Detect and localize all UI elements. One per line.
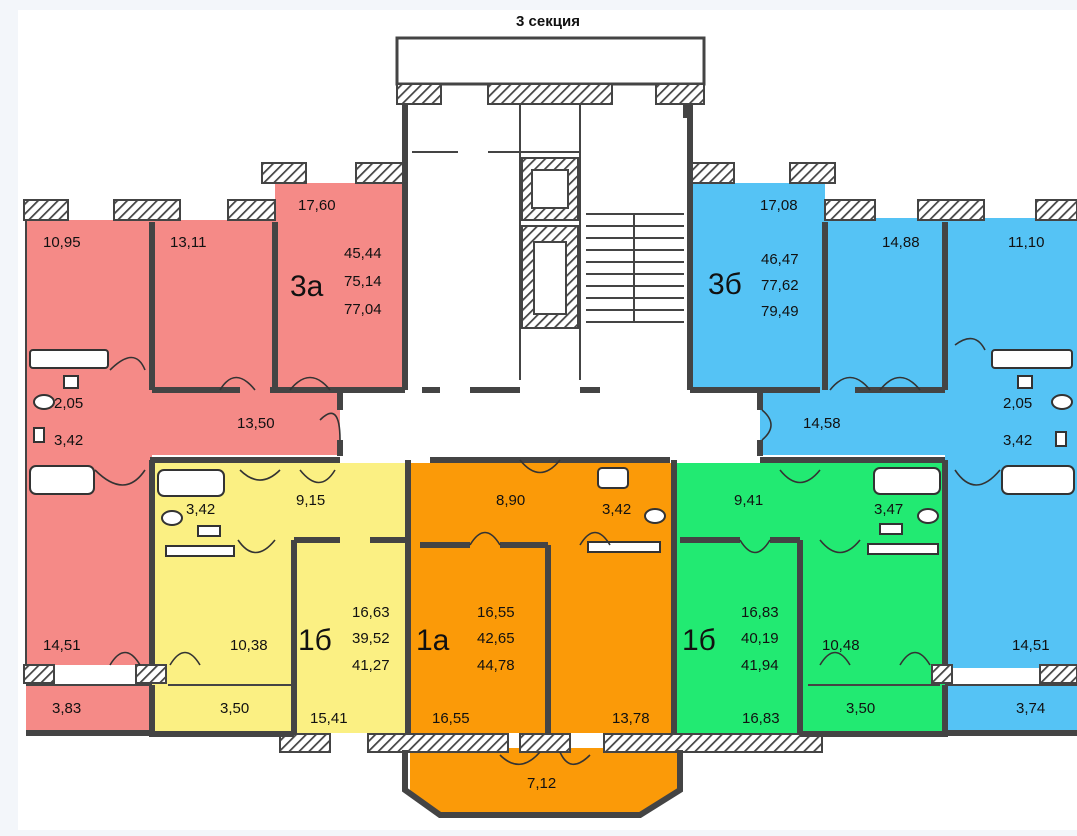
apartment-area-label: 40,19 bbox=[741, 630, 779, 647]
room-area-label: 10,48 bbox=[822, 637, 860, 654]
room-area-label: 9,41 bbox=[734, 492, 763, 509]
apartment-code-label: 1а bbox=[416, 624, 450, 657]
sanitary-fixtures bbox=[29, 349, 1075, 557]
room-area-label: 3,47 bbox=[874, 501, 903, 518]
room-area-label: 3,50 bbox=[220, 700, 249, 717]
apartment-code-label: 1б bbox=[682, 624, 716, 657]
walls bbox=[23, 83, 1077, 818]
apartment-area-label: 79,49 bbox=[761, 303, 799, 320]
room-area-label: 3,42 bbox=[186, 501, 215, 518]
room-area-label: 16,83 bbox=[742, 710, 780, 727]
apartment-area-label: 16,55 bbox=[477, 604, 515, 621]
room-area-label: 14,58 bbox=[803, 415, 841, 432]
room-area-label: 11,10 bbox=[1008, 234, 1044, 251]
apartment-area-label: 45,44 bbox=[344, 245, 382, 262]
room-area-label: 7,12 bbox=[527, 775, 556, 792]
room-area-label: 2,05 bbox=[1003, 395, 1032, 412]
apartment-area-label: 39,52 bbox=[352, 630, 390, 647]
apartment-area-label: 16,83 bbox=[741, 604, 779, 621]
room-area-label: 3,42 bbox=[1003, 432, 1032, 449]
room-area-label: 3,74 bbox=[1016, 700, 1045, 717]
room-area-label: 9,15 bbox=[296, 492, 325, 509]
apartment-area-label: 41,94 bbox=[741, 657, 779, 674]
apartment-area-label: 41,27 bbox=[352, 657, 390, 674]
room-area-label: 3,42 bbox=[54, 432, 83, 449]
room-area-label: 13,50 bbox=[237, 415, 275, 432]
room-area-label: 13,78 bbox=[612, 710, 650, 727]
room-area-label: 13,11 bbox=[170, 234, 206, 251]
room-area-label: 14,51 bbox=[1012, 637, 1050, 654]
room-area-label: 15,41 bbox=[310, 710, 348, 727]
room-area-label: 8,90 bbox=[496, 492, 525, 509]
apartment-code-label: 1б bbox=[298, 624, 332, 657]
apartment-1b-left[interactable] bbox=[152, 463, 406, 733]
room-area-label: 17,60 bbox=[298, 197, 336, 214]
apartment-area-label: 75,14 bbox=[344, 273, 382, 290]
room-area-label: 10,38 bbox=[230, 637, 268, 654]
door-swings bbox=[94, 337, 1001, 766]
apartment-1a[interactable] bbox=[410, 463, 680, 815]
stair-core bbox=[340, 36, 760, 456]
apartment-area-label: 16,63 bbox=[352, 604, 390, 621]
room-area-label: 14,51 bbox=[43, 637, 81, 654]
apartment-area-label: 77,04 bbox=[344, 301, 382, 318]
room-area-label: 3,83 bbox=[52, 700, 81, 717]
staircase bbox=[586, 213, 684, 323]
apartment-3b[interactable] bbox=[690, 183, 1077, 731]
room-area-label: 14,88 bbox=[882, 234, 920, 251]
apartment-3a[interactable] bbox=[26, 183, 405, 731]
apartment-area-label: 46,47 bbox=[761, 251, 799, 268]
apartment-code-label: 3б bbox=[708, 268, 742, 301]
apartment-area-label: 44,78 bbox=[477, 657, 515, 674]
room-area-label: 3,50 bbox=[846, 700, 875, 717]
room-area-label: 10,95 bbox=[43, 234, 81, 251]
room-area-label: 16,55 bbox=[432, 710, 470, 727]
apartment-area-label: 77,62 bbox=[761, 277, 799, 294]
section-title: 3 секция bbox=[516, 13, 580, 30]
room-area-label: 2,05 bbox=[54, 395, 83, 412]
apartment-area-label: 42,65 bbox=[477, 630, 515, 647]
room-area-label: 17,08 bbox=[760, 197, 798, 214]
room-area-label: 3,42 bbox=[602, 501, 631, 518]
apartment-1b-right[interactable] bbox=[676, 463, 946, 733]
apartment-code-label: 3а bbox=[290, 270, 324, 303]
